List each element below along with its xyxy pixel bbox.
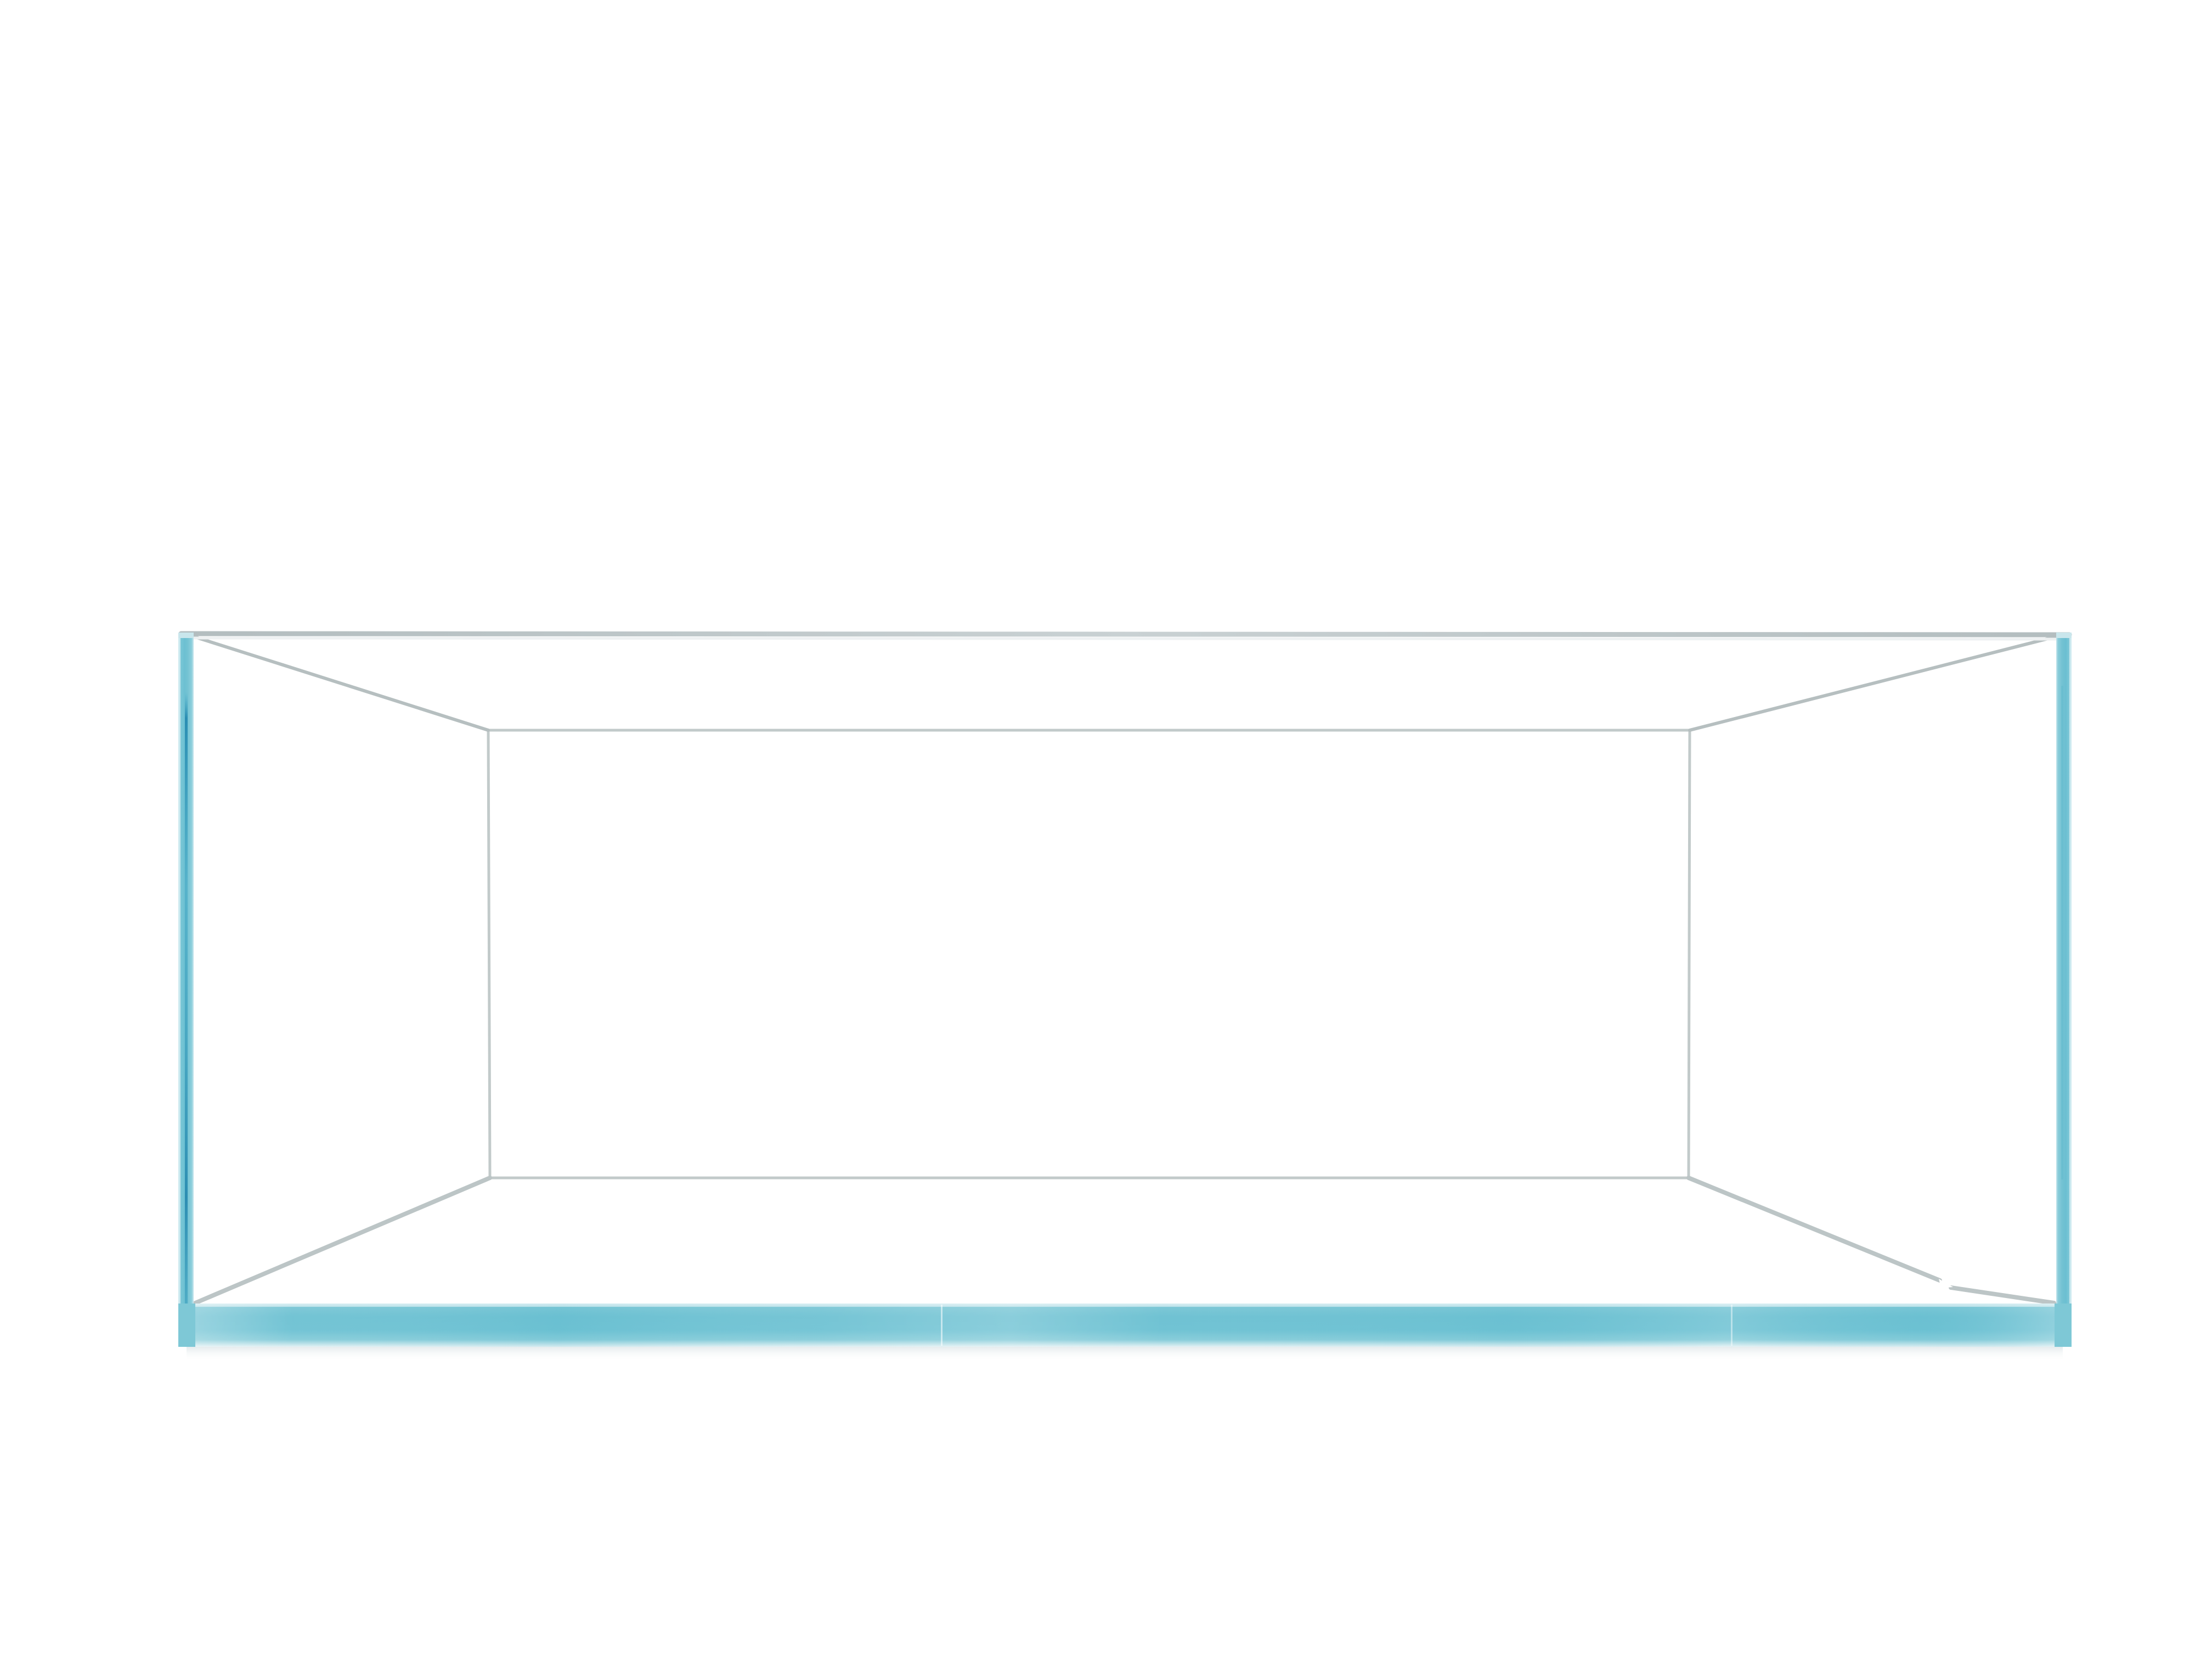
seam-diagonal-bottom-right-lower [1949, 1285, 2056, 1305]
bottom-glass-edge [178, 1304, 2072, 1347]
right-edge-band [2056, 633, 2072, 1347]
front-rim-underglow [179, 636, 2071, 641]
corner-joins [178, 633, 2072, 1347]
back-glass-pane [488, 730, 1690, 1178]
glass-chip-notch [1939, 1279, 1953, 1288]
corner-join-top-left [178, 633, 194, 638]
right-edge-outer-highlight [2069, 633, 2072, 1347]
seam-diagonal-top-left [191, 635, 490, 732]
bottom-edge-seam-mark-2 [1731, 1305, 1733, 1346]
front-rim-highlight [178, 631, 2072, 637]
interior-perspective-seams [191, 635, 2058, 1305]
right-glass-edge [2056, 633, 2072, 1347]
seam-back-left [487, 729, 492, 1180]
seam-diagonal-bottom-right-upper [1686, 1176, 1942, 1283]
left-glass-edge [178, 633, 194, 1347]
seam-diagonal-bottom-left [193, 1176, 492, 1305]
corner-join-bottom-right [2055, 1304, 2072, 1347]
corner-join-bottom-left [178, 1304, 195, 1347]
contact-shadow [187, 1347, 2063, 1361]
left-edge-outer-highlight [178, 633, 180, 1347]
bottom-edge-seam-mark-1 [941, 1305, 943, 1346]
bottom-edge-top-highlight [178, 1304, 2072, 1307]
corner-join-top-right [2056, 633, 2072, 638]
seam-diagonal-top-right [1688, 635, 2058, 732]
top-rim-edge [178, 631, 2072, 641]
seam-back-right [1687, 729, 1691, 1180]
left-edge-core-line [185, 692, 188, 1340]
right-edge-core-line [2061, 686, 2063, 1180]
bottom-edge-tint [178, 1304, 2072, 1347]
